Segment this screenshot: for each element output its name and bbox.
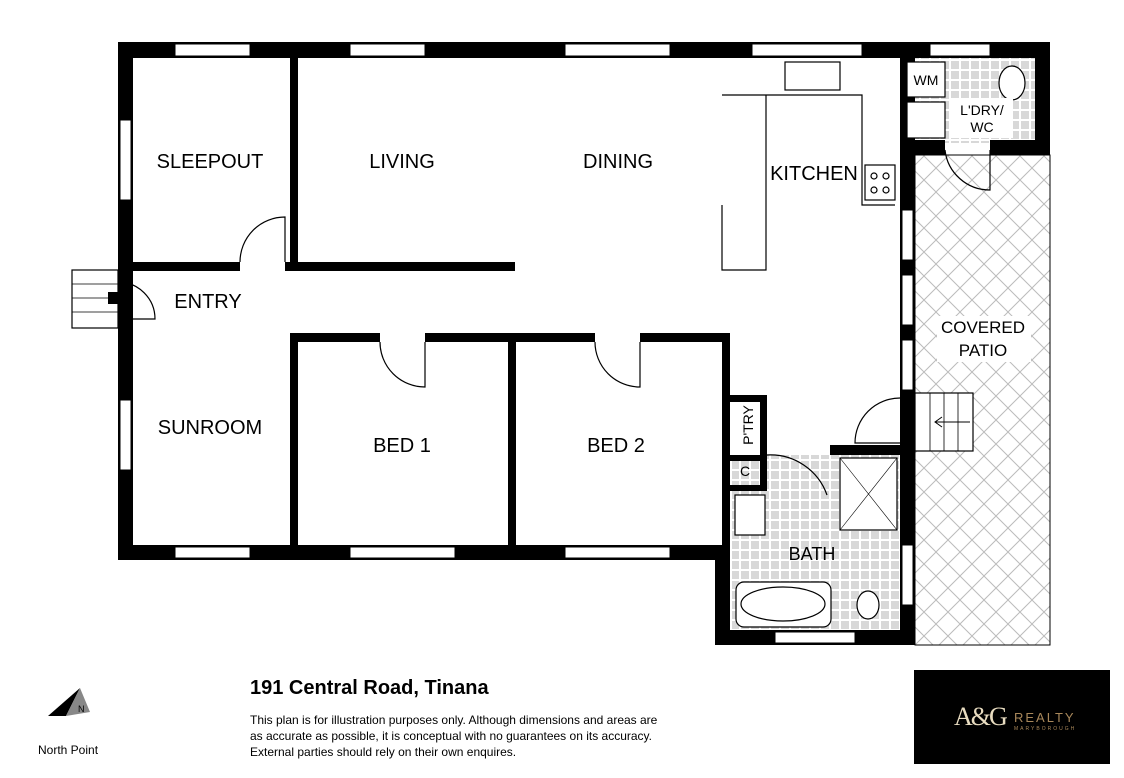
room-label-living: LIVING (369, 151, 435, 173)
disclaimer-line: as accurate as possible, it is conceptua… (250, 729, 652, 743)
disclaimer-line: External parties should rely on their ow… (250, 745, 517, 759)
bath-toilet (856, 590, 880, 620)
svg-text:N: N (78, 704, 85, 714)
laundry-tub (906, 101, 946, 139)
laundry-toilet (998, 65, 1026, 101)
vanity (734, 494, 766, 536)
disclaimer-line: This plan is for illustration purposes o… (250, 713, 658, 727)
patio-arrow-icon (934, 416, 970, 428)
entry-arrow-icon (108, 286, 130, 310)
doors (117, 149, 991, 496)
agency-logo: A&G REALTY MARYBOROUGH (914, 670, 1110, 764)
logo-name: REALTY (1014, 710, 1076, 725)
room-label-bed1: BED 1 (373, 435, 431, 457)
room-label-wm: WM (914, 72, 939, 88)
room-label-laundry: L'DRY/ (960, 102, 1004, 118)
cooktop (864, 164, 896, 201)
room-label-entry: ENTRY (174, 291, 241, 313)
washing-machine (906, 61, 946, 98)
disclaimer: This plan is for illustration purposes o… (250, 712, 720, 760)
room-label-sleepout: SLEEPOUT (157, 151, 264, 173)
room-label-patio: PATIO (959, 341, 1008, 360)
room-label-bed2: BED 2 (587, 435, 645, 457)
room-label-pantry: P'TRY (740, 404, 756, 444)
room-label-covered: COVERED (941, 318, 1025, 337)
property-address: 191 Central Road, Tinana (250, 677, 489, 699)
room-label-wc: WC (970, 119, 993, 135)
room-label-cupboard: C (740, 463, 750, 479)
north-arrow-icon: N (48, 688, 90, 716)
logo-mark: A&G (954, 702, 1008, 731)
room-label-kitchen: KITCHEN (770, 163, 858, 185)
room-label-dining: DINING (583, 151, 653, 173)
room-label-sunroom: SUNROOM (158, 417, 262, 439)
north-point-label: North Point (38, 743, 99, 757)
windows (119, 43, 991, 644)
logo-sub: MARYBOROUGH (1014, 726, 1077, 732)
room-label-bath: BATH (789, 544, 836, 564)
kitchen-sink (784, 61, 841, 91)
